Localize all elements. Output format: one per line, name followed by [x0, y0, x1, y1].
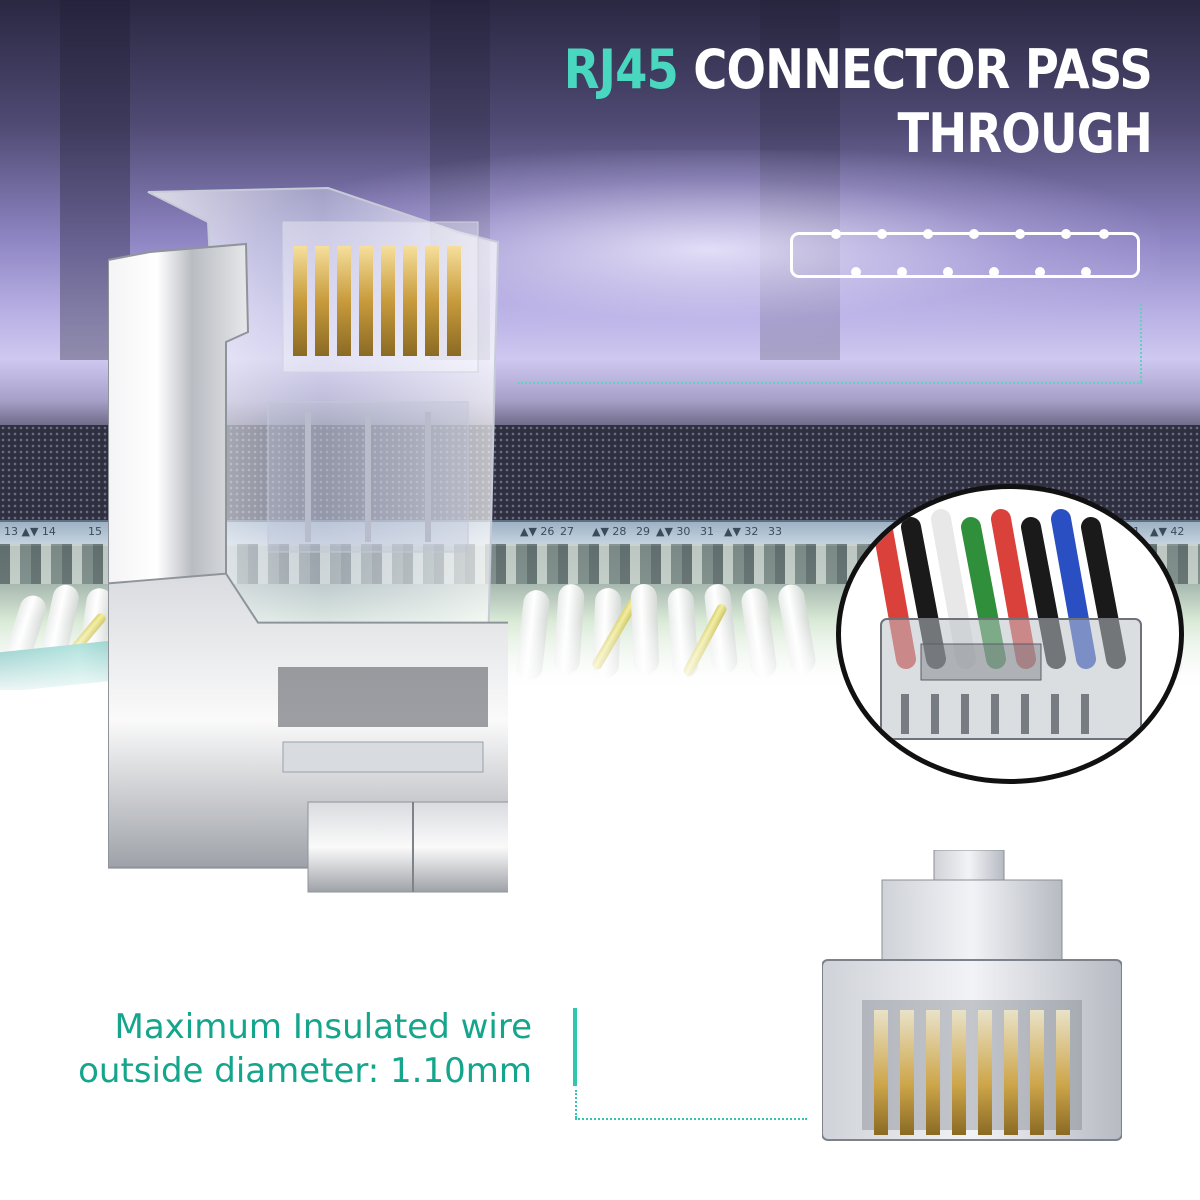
gold-contact: [425, 246, 439, 356]
shield-opening: [278, 667, 488, 727]
gold-contact: [381, 246, 395, 356]
front-plug-body: [822, 959, 1122, 1141]
tube-dot: [969, 229, 979, 239]
front-plug-contact: [978, 1010, 992, 1135]
shield-ridge: [282, 741, 484, 773]
patch-panel-number: 29: [636, 525, 650, 538]
caption-line-2: outside diameter: 1.10mm: [78, 1051, 532, 1091]
front-plug-upper: [881, 879, 1063, 961]
gold-contact: [403, 246, 417, 356]
patch-panel-number: 15: [88, 525, 102, 538]
front-plug-contact-area: [862, 1000, 1082, 1130]
guide-line-vertical: [1140, 304, 1142, 382]
gold-contacts: [293, 246, 461, 356]
gold-contact: [293, 246, 307, 356]
tube-dot: [1099, 229, 1109, 239]
inset-plug-slot: [1081, 694, 1089, 734]
pass-through-cable-illustration: [790, 229, 1140, 278]
gold-contact: [337, 246, 351, 356]
front-plug-contact: [1030, 1010, 1044, 1135]
front-plug-contact: [1056, 1010, 1070, 1135]
inset-plug-slot: [1021, 694, 1029, 734]
tube-dot: [1015, 229, 1025, 239]
rj45-connector-front-view: [822, 850, 1122, 1141]
tube-dot: [1061, 229, 1071, 239]
wire-pass-through-inset: [836, 484, 1184, 784]
inset-plug-latch: [920, 643, 1042, 681]
patch-panel-number: ▲▼ 32: [724, 525, 759, 538]
tube-dot: [989, 267, 999, 277]
front-plug-contact: [926, 1010, 940, 1135]
headline-accent: RJ45: [563, 38, 679, 101]
headline-line-2: THROUGH: [897, 102, 1153, 165]
caption-guide-horizontal: [575, 1118, 807, 1120]
tube-dot: [831, 229, 841, 239]
wire-diameter-caption: Maximum Insulated wire outside diameter:…: [78, 1005, 532, 1093]
guide-line-horizontal: [518, 382, 1142, 384]
gold-contact: [359, 246, 373, 356]
inset-plug-slot: [1051, 694, 1059, 734]
patch-panel-number: ▲▼ 28: [592, 525, 627, 538]
front-plug-contacts: [874, 1010, 1070, 1135]
tube-dot: [1081, 267, 1091, 277]
front-plug-contact: [952, 1010, 966, 1135]
tube-dot: [851, 267, 861, 277]
patch-panel-number: ▲▼ 26: [520, 525, 555, 538]
patch-panel-number: 27: [560, 525, 574, 538]
patch-panel-number: 13 ▲▼ 14: [4, 525, 56, 538]
tube-dot: [897, 267, 907, 277]
caption-accent-bar: [573, 1008, 577, 1086]
front-plug-contact: [874, 1010, 888, 1135]
gold-contact: [447, 246, 461, 356]
metal-shield-side: [108, 242, 250, 614]
patch-panel-number: ▲▼ 30: [656, 525, 691, 538]
front-plug-contact: [900, 1010, 914, 1135]
patch-panel-number: 31: [700, 525, 714, 538]
caption-line-1: Maximum Insulated wire: [114, 1007, 533, 1047]
caption-guide-vertical: [575, 1090, 577, 1118]
tube-dot: [877, 229, 887, 239]
tube-dot: [1035, 267, 1045, 277]
headline-line-1-rest: CONNECTOR PASS: [678, 38, 1153, 101]
inset-plug-slot: [901, 694, 909, 734]
patch-panel-number: 33: [768, 525, 782, 538]
tube-dot: [943, 267, 953, 277]
wire-inset-drawing: [871, 509, 1142, 740]
tube-dot: [923, 229, 933, 239]
rj45-connector-side-view: [108, 186, 508, 893]
inset-plug-slot: [991, 694, 999, 734]
patch-panel-number: ▲▼ 42: [1150, 525, 1185, 538]
shield-tab: [307, 801, 508, 893]
headline: RJ45 CONNECTOR PASS THROUGH: [563, 38, 1153, 166]
gold-contact: [315, 246, 329, 356]
inset-plug-body: [880, 618, 1142, 740]
inset-plug-slot: [961, 694, 969, 734]
headline-line-1: RJ45 CONNECTOR PASS: [563, 38, 1153, 102]
inset-plug-slots: [901, 694, 1089, 734]
inset-plug-slot: [931, 694, 939, 734]
front-plug-contact: [1004, 1010, 1018, 1135]
